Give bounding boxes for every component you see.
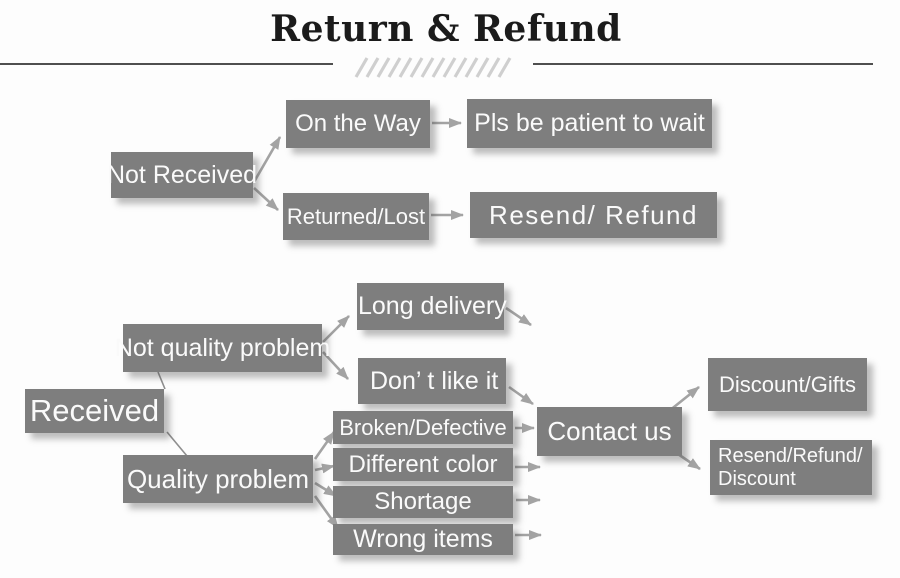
arrow-quality-differentcolor <box>314 463 335 474</box>
node-not-quality-problem: Not quality problem <box>115 324 330 372</box>
arrow-quality-shortage <box>314 481 337 498</box>
node-different-color: Different color <box>333 448 513 481</box>
node-resend-refund-discount: Resend/Refund/Discount <box>710 440 872 495</box>
node-contact-us: Contact us <box>537 407 682 456</box>
hatch-decoration <box>354 57 512 78</box>
arrow-notreceived-returnedlost <box>253 187 279 211</box>
arrow-notquality-dontlike <box>322 351 349 380</box>
node-broken-defective: Broken/Defective <box>333 411 513 444</box>
line-received-quality <box>166 431 188 457</box>
page-title: Return & Refund <box>270 8 622 50</box>
node-returned-lost: Returned/Lost <box>283 193 429 240</box>
arrow-quality-wrongitems <box>313 495 340 529</box>
arrow-longdelivery-out <box>505 306 532 327</box>
node-shortage: Shortage <box>333 486 513 518</box>
node-quality-problem: Quality problem <box>123 455 313 503</box>
node-on-the-way: On the Way <box>286 100 430 148</box>
arrow-notquality-longdelivery <box>322 315 350 343</box>
node-discount-gifts: Discount/Gifts <box>708 358 867 411</box>
node-not-received: Not Received <box>107 152 257 198</box>
resend-refund-discount-text: Resend/Refund/Discount <box>718 445 863 490</box>
node-resend-refund: Resend/ Refund <box>470 192 717 238</box>
node-long-delivery: Long delivery <box>357 283 507 330</box>
line-received-notquality <box>157 371 166 390</box>
arrow-quality-broken <box>313 431 336 460</box>
node-wrong-items: Wrong items <box>333 524 513 555</box>
node-pls-be-patient: Pls be patient to wait <box>467 99 712 148</box>
arrow-dontlike-out <box>508 385 534 406</box>
node-dont-like-it: Don’ t like it <box>358 358 506 404</box>
node-received: Received <box>25 389 164 433</box>
arrow-notreceived-ontheway <box>252 136 282 183</box>
